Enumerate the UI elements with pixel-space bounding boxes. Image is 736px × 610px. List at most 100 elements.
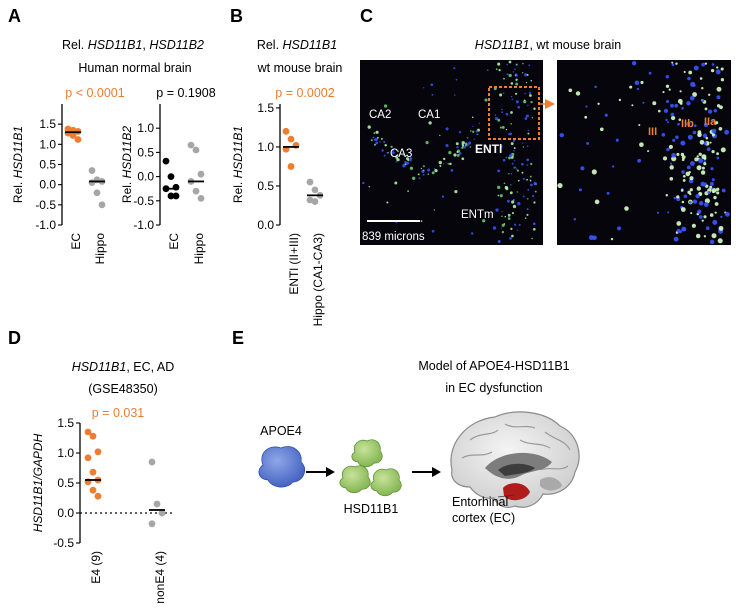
cell-dot xyxy=(701,166,705,170)
cell-dot xyxy=(455,142,459,146)
cell-dot xyxy=(532,195,535,198)
cell-dot xyxy=(707,109,713,114)
cell-dot xyxy=(673,196,677,200)
cell-dot xyxy=(475,130,479,133)
cell-dot xyxy=(524,92,526,95)
cell-dot xyxy=(686,121,691,126)
data-point xyxy=(162,157,170,165)
cell-dot xyxy=(617,226,621,231)
cell-dot xyxy=(421,170,423,172)
cell-dot xyxy=(417,173,420,176)
cell-dot xyxy=(507,214,510,217)
cell-dot xyxy=(676,195,680,199)
cell-dot xyxy=(665,118,668,122)
label-ca2: CA2 xyxy=(369,109,391,121)
label-entm: ENTm xyxy=(461,209,494,221)
cell-dot xyxy=(422,173,425,176)
cell-dot xyxy=(512,71,515,73)
cell-dot xyxy=(430,83,434,87)
cell-dot xyxy=(703,162,707,166)
cell-dot xyxy=(692,92,697,97)
cell-dot xyxy=(494,114,497,116)
cell-dot xyxy=(514,68,516,71)
cell-dot xyxy=(455,78,458,81)
cell-dot xyxy=(676,228,681,233)
cell-dot xyxy=(724,129,730,135)
cell-dot xyxy=(454,94,456,96)
cell-dot xyxy=(662,91,665,94)
cell-dot xyxy=(670,115,676,121)
cell-dot xyxy=(704,198,710,204)
cell-dot xyxy=(720,147,726,153)
cell-dot xyxy=(476,133,478,136)
cell-dot xyxy=(526,208,529,211)
cell-dot xyxy=(456,153,460,157)
cell-dot xyxy=(470,232,474,235)
cell-dot xyxy=(438,160,442,165)
cell-dot xyxy=(534,190,537,193)
cell-dot xyxy=(680,189,684,192)
cell-dot xyxy=(681,226,687,232)
cell-dot xyxy=(680,207,686,212)
cell-dot xyxy=(521,171,524,174)
cell-dot xyxy=(511,234,514,238)
cell-dot xyxy=(696,165,702,171)
data-point xyxy=(89,468,97,476)
cell-dot xyxy=(665,75,669,79)
cell-dot xyxy=(716,191,720,195)
cell-dot xyxy=(497,240,501,243)
data-point xyxy=(172,183,180,191)
data-point xyxy=(88,179,96,187)
zoom-box xyxy=(488,86,540,140)
cell-dot xyxy=(709,181,714,186)
cell-dot xyxy=(527,198,529,200)
panel-a-title: Rel. HSD11B1, HSD11B2 xyxy=(62,38,204,52)
cell-dot xyxy=(689,176,694,181)
cell-dot xyxy=(681,170,685,174)
cell-dot xyxy=(663,108,669,113)
cell-dot xyxy=(676,221,682,226)
cell-dot xyxy=(701,219,704,222)
cell-dot xyxy=(528,64,531,67)
cell-dot xyxy=(695,233,701,239)
cell-dot xyxy=(513,160,516,162)
cell-dot xyxy=(500,227,503,229)
cell-dot xyxy=(661,132,666,137)
cell-dot xyxy=(681,200,685,204)
cell-dot xyxy=(712,219,718,225)
cell-dot xyxy=(662,156,668,161)
cell-dot xyxy=(670,103,674,108)
cell-dot xyxy=(522,142,524,144)
cell-dot xyxy=(458,130,462,134)
cell-dot xyxy=(530,162,533,166)
cell-dot xyxy=(706,147,711,152)
cell-dot xyxy=(594,85,597,89)
cell-dot xyxy=(523,100,527,104)
cell-dot xyxy=(640,80,644,85)
x-category-label: E4 (9) xyxy=(89,551,103,584)
cell-dot xyxy=(434,168,438,173)
cell-dot xyxy=(512,204,517,209)
y-tick-label: 0.0 xyxy=(39,178,56,192)
cell-dot xyxy=(423,87,425,89)
y-tick-label: -0.5 xyxy=(35,198,56,212)
cell-dot xyxy=(516,229,518,231)
data-point xyxy=(69,132,77,139)
cell-dot xyxy=(501,223,505,227)
cell-dot xyxy=(692,83,696,87)
cell-dot xyxy=(404,161,407,164)
cell-dot xyxy=(508,172,510,175)
cell-dot xyxy=(515,63,518,66)
cell-dot xyxy=(610,237,614,241)
cell-dot xyxy=(636,87,639,91)
cell-dot xyxy=(367,125,371,129)
hsd11b1-protein-icon xyxy=(339,439,402,497)
cell-dot xyxy=(527,104,529,107)
cell-dot xyxy=(671,156,677,162)
label-ca1: CA1 xyxy=(418,109,440,121)
cell-dot xyxy=(716,66,719,69)
y-tick-label: 0.0 xyxy=(57,506,74,520)
microscopy-left-image: CA2 CA1 CA3 ENTl ENTm 839 microns xyxy=(360,60,543,245)
cell-dot xyxy=(445,127,449,131)
